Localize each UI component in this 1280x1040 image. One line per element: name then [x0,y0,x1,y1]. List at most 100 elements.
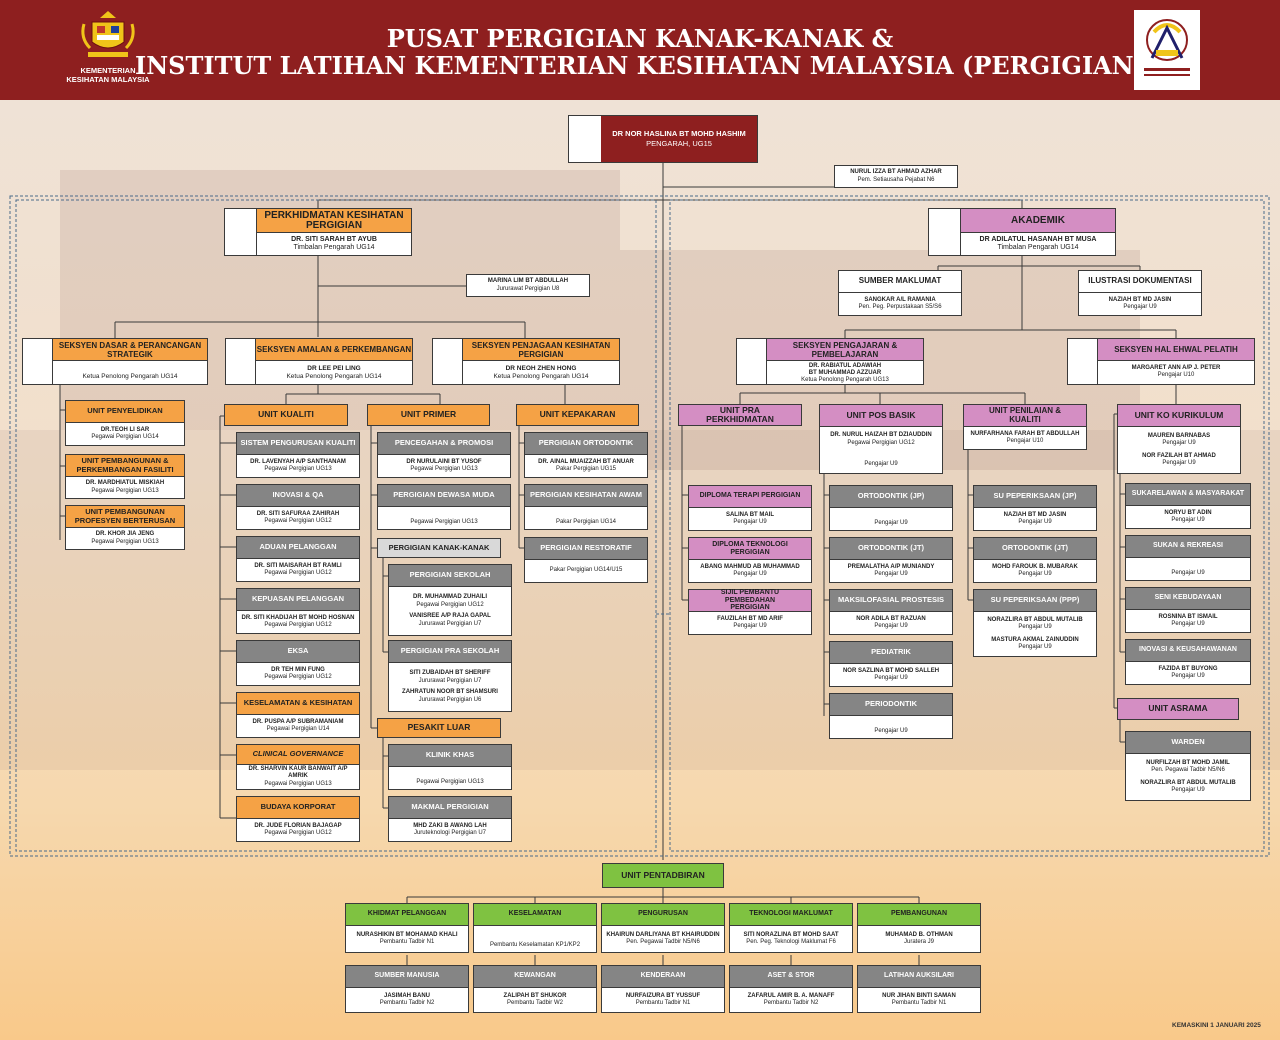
kualiti-item-heading: CLINICAL GOVERNANCE [237,745,359,765]
primer-item-title: Pegawai Pergigian UG13 [410,518,478,525]
kualiti-item-title: Pegawai Pergigian UG12 [264,830,332,836]
secretary-title: Pem. Setiausaha Pejabat N6 [857,176,935,183]
penilaian-item-box: SU PEPERIKSAAN (PPP)NORAZLIRA BT ABDUL M… [973,589,1097,657]
pos-item-box: PERIODONTIK Pengajar U9 [829,693,953,739]
penilaian-item-name: MOHD FAROUK B. MUBARAK [992,563,1078,570]
kualiti-item-title: Pegawai Pergigian UG12 [264,570,332,576]
pos-item-title: Pengajar U9 [874,727,908,734]
section-penjagaan-box: SEKSYEN PENJAGAAN KESIHATAN PERGIGIAN DR… [432,338,620,385]
admin-item-title: Pen. Peg. Teknologi Maklumat F6 [746,939,836,945]
section-pengajaran-name2: BT MUHAMMAD AZZUAR [808,370,882,376]
penilaian-item-title: Pengajar U9 [1018,519,1052,525]
admin-item-heading: SUMBER MANUSIA [346,966,468,988]
primer-item-box: PENCEGAHAN & PROMOSI DR NURULAINI BT YUS… [377,432,511,478]
kualiti-item-heading: INOVASI & QA [237,485,359,507]
primer-item-box: PERGIGIAN DEWASA MUDA Pegawai Pergigian … [377,484,511,530]
kanak-item-name: SITI ZUBAIDAH BT SHERIFF [409,670,491,676]
pesakit-item-title: Juruteknologi Pergigian U7 [413,830,487,836]
unit-primer-label: UNIT PRIMER [367,404,490,426]
sumber-maklumat-heading: SUMBER MAKLUMAT [839,271,961,293]
section-dasar-heading: SEKSYEN DASAR & PERANCANGAN STRATEGIK [53,339,207,361]
kepakaran-item-title: Pakar Pergigian UG14 [555,518,617,525]
unit-fasiliti-title: Pegawai Pergigian UG13 [91,487,159,494]
admin-item-heading: PEMBANGUNAN [858,904,980,926]
admin-item-heading: KESELAMATAN [474,904,596,926]
section-penjagaan-title: Ketua Penolong Pengarah UG14 [493,373,589,380]
admin-item-name: NURASHIKIN BT MOHAMAD KHALI [356,931,458,938]
kanak-item-name: DR. MUHAMMAD ZUHAILI [413,594,487,600]
division-perkhidmatan-heading: PERKHIDMATAN KESIHATAN PERGIGIAN [257,209,411,233]
admin-item-name: SITI NORAZLINA BT MOHD SAAT [743,931,839,938]
director-box: DR NOR HASLINA BT MOHD HASHIM PENGARAH, … [568,115,758,163]
kanak-item-title2: Jururawat Pergigian U6 [418,696,482,703]
kualiti-item-name: DR TEH MIN FUNG [271,666,325,673]
kepakaran-item-heading: PERGIGIAN KESIHATAN AWAM [525,485,647,507]
admin-item-name: ZAFARUL AMIR B. A. MANAFF [747,992,835,999]
unit-penilaian-heading: UNIT PENILAIAN & KUALITI [964,405,1086,427]
kualiti-item-heading: KESELAMATAN & KESIHATAN [237,693,359,715]
kualiti-item-name: DR. SITI SAFURAA ZAHIRAH [256,510,340,517]
admin-item-heading: TEKNOLOGI MAKLUMAT [730,904,852,926]
pos-item-heading: ORTODONTIK (JT) [830,538,952,560]
pra-item-box: SIJIL PEMBANTU PEMBEDAHAN PERGIGIAN FAUZ… [688,589,812,635]
ko-item-heading: SUKARELAWAN & MASYARAKAT [1126,484,1250,506]
primer-item-name: DR NURULAINI BT YUSOF [406,458,482,465]
unit-ko-title2: Pengajar U9 [1162,460,1196,466]
division-perkhidmatan-title: Timbalan Pengarah UG14 [293,244,375,251]
pos-item-heading: PEDIATRIK [830,642,952,664]
ilustrasi-name: NAZIAH BT MD JASIN [1108,296,1172,303]
section-amalan-heading: SEKSYEN AMALAN & PERKEMBANGAN [256,339,412,361]
kualiti-item-title: Pegawai Pergigian UG12 [264,674,332,680]
pra-item-heading: DIPLOMA TERAPI PERGIGIAN [689,486,811,508]
admin-item-name: MUHAMAD B. OTHMAN [885,931,953,938]
unit-pos-heading: UNIT POS BASIK [820,405,942,427]
ilustrasi-heading: ILUSTRASI DOKUMENTASI [1079,271,1201,293]
assistant-title: Jururawat Pergigian U8 [496,285,560,292]
pra-item-heading: SIJIL PEMBANTU PEMBEDAHAN PERGIGIAN [689,589,811,612]
unit-ko-name2: NOR FAZILAH BT AHMAD [1142,452,1216,459]
pos-item-heading: PERIODONTIK [830,694,952,716]
ministry-caption: KEMENTERIAN KESIHATAN MALAYSIA [66,66,150,84]
primer-item-heading: PENCEGAHAN & PROMOSI [378,433,510,455]
ko-item-name: ROSNINA BT ISMAIL [1158,613,1218,620]
pos-item-title: Pengajar U9 [874,675,908,681]
unit-profesyen-box: UNIT PEMBANGUNAN PROFESYEN BERTERUSAN DR… [65,505,185,550]
kualiti-item-name: DR. LAVENYAH A/P SANTHANAM [250,458,346,465]
pra-item-name: SALINA BT MAIL [725,511,775,518]
unit-pos-title2: Pengajar U9 [864,461,898,467]
section-dasar-box: SEKSYEN DASAR & PERANCANGAN STRATEGIK Ke… [22,338,208,385]
ko-item-heading: SENI KEBUDAYAAN [1126,588,1250,610]
warden-name2: NORAZLIRA BT ABDUL MUTALIB [1140,779,1236,786]
kualiti-item-name: DR. SITI MAISARAH BT RAMLI [254,562,342,569]
kanak-item-title2: Jururawat Pergigian U7 [418,620,482,627]
penilaian-item-heading: ORTODONTIK (JT) [974,538,1096,560]
section-hal-ehwal-heading: SEKSYEN HAL EHWAL PELATIH [1098,339,1254,361]
section-hal-ehwal-box: SEKSYEN HAL EHWAL PELATIH MARGARET ANN A… [1067,338,1255,385]
pra-item-heading: DIPLOMA TEKNOLOGI PERGIGIAN [689,538,811,560]
last-updated: KEMASKINI 1 JANUARI 2025 [1172,1022,1261,1029]
ko-item-title: Pengajar U9 [1171,517,1205,523]
kualiti-item-name: DR. SHARVIN KAUR BANWAIT A/P AMRIK [248,765,348,780]
admin-item-heading: ASET & STOR [730,966,852,988]
kualiti-item-title: Pegawai Pergigian UG13 [264,780,332,787]
ministry-logo: KEMENTERIAN KESIHATAN MALAYSIA [60,8,156,92]
kualiti-item-title: Pegawai Pergigian UG13 [264,466,332,472]
unit-penyelidikan-name: DR.TEOH LI SAR [100,426,150,433]
kanak-item-heading: PERGIGIAN SEKOLAH [389,565,511,587]
kualiti-item-heading: BUDAYA KORPORAT [237,797,359,819]
